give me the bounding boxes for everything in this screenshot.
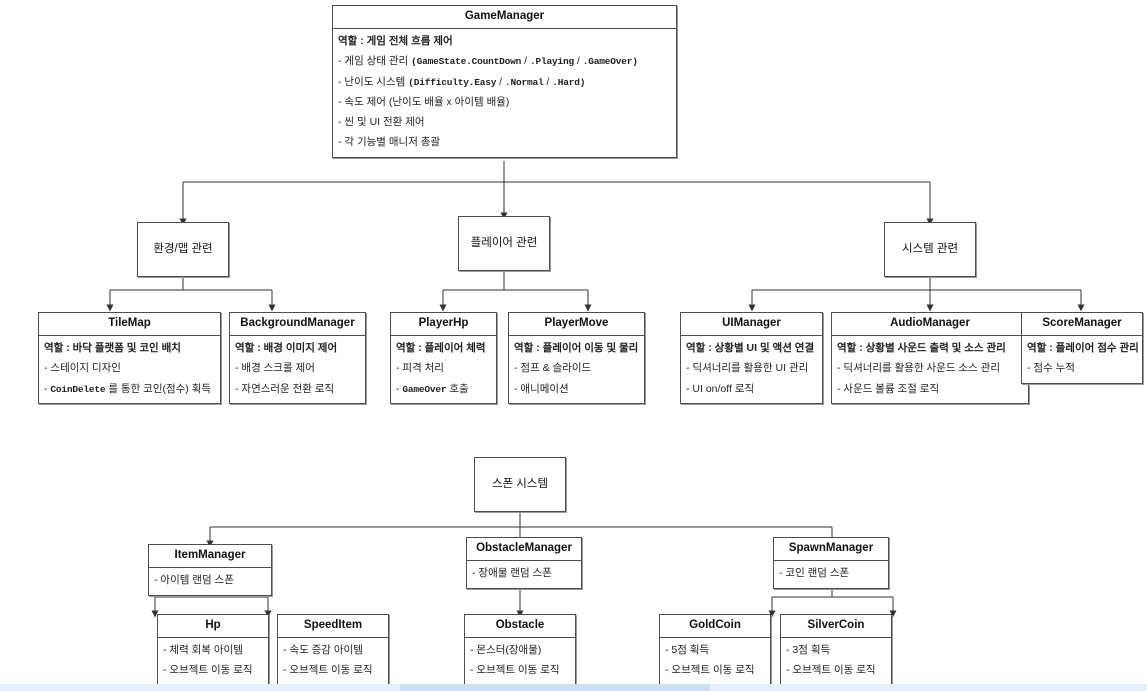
node-body: - 장애물 랜덤 스폰 [467,561,581,588]
node-obstaclemanager[interactable]: ObstacleManager - 장애물 랜덤 스폰 [466,537,582,589]
node-audiomanager[interactable]: AudioManager 역할 : 상황별 사운드 출력 및 소스 관리 - 딕… [831,312,1029,405]
node-title: AudioManager [832,313,1028,336]
node-row: - 배경 스크롤 제어 [235,362,315,375]
group-node-system[interactable]: 시스템 관련 [884,222,976,277]
node-row: - 오브젝트 이동 로직 [470,664,560,677]
node-row: - 딕셔너리를 활용한 사운드 소스 관리 [837,362,1000,375]
horizontal-scrollbar[interactable] [0,684,1147,691]
node-row: - 아이템 랜덤 스폰 [154,574,234,587]
node-row: - 체력 회복 아이템 [163,644,243,657]
node-title: ItemManager [149,545,271,568]
node-scoremanager[interactable]: ScoreManager 역할 : 플레이어 점수 관리 - 점수 누적 [1021,312,1143,385]
node-row: - 사운드 볼륨 조절 로직 [837,382,940,395]
node-body: 역할 : 배경 이미지 제어 - 배경 스크롤 제어 - 자연스러운 전환 로직 [230,336,365,403]
node-title: PlayerHp [391,313,496,336]
node-row: 역할 : 상황별 사운드 출력 및 소스 관리 [837,342,1006,355]
node-title: PlayerMove [509,313,644,336]
node-row: 역할 : 상황별 UI 및 액션 연결 [686,342,815,355]
node-row: 역할 : 바닥 플랫폼 및 코인 배치 [44,342,181,355]
node-row: - 피격 처리 [396,362,444,375]
node-row: - 딕셔너리를 활용한 UI 관리 [686,362,809,375]
node-body: 역할 : 상황별 사운드 출력 및 소스 관리 - 딕셔너리를 활용한 사운드 … [832,336,1028,403]
group-node-environment-map[interactable]: 환경/맵 관련 [137,222,229,277]
node-title: UIManager [681,313,822,336]
group-label: 시스템 관련 [901,242,959,255]
node-row: - UI on/off 로직 [686,382,755,395]
node-row: - 속도 증감 아이템 [283,644,363,657]
node-title: GameManager [333,6,676,29]
node-row: - 점수 누적 [1027,362,1075,375]
node-body: 역할 : 플레이어 이동 및 물리 - 점프 & 슬라이드 - 애니메이션 [509,336,644,403]
node-row: - GameOver 호출 [396,382,469,395]
node-body: 역할 : 상황별 UI 및 액션 연결 - 딕셔너리를 활용한 UI 관리 - … [681,336,822,403]
node-title: SpeedItem [278,615,388,638]
node-row: - 장애물 랜덤 스폰 [472,567,552,580]
node-body: - 체력 회복 아이템 - 오브젝트 이동 로직 [158,638,268,685]
node-row: - 3점 획득 [786,644,831,657]
node-silvercoin[interactable]: SilverCoin - 3점 획득 - 오브젝트 이동 로직 [780,614,892,687]
group-node-spawn-system[interactable]: 스폰 시스템 [474,457,566,512]
node-row: 역할 : 플레이어 이동 및 물리 [514,342,639,355]
node-row: - 몬스터(장애물) [470,644,542,657]
node-row: - 씬 및 UI 전환 제어 [338,115,425,128]
node-row: 역할 : 플레이어 점수 관리 [1027,342,1139,355]
node-tilemap[interactable]: TileMap 역할 : 바닥 플랫폼 및 코인 배치 - 스테이지 디자인 -… [38,312,221,405]
node-row: - 5점 획득 [665,644,710,657]
node-row: - 게임 상태 관리 (GameState.CountDown / .Playi… [338,55,638,68]
node-title: Hp [158,615,268,638]
node-title: Obstacle [465,615,575,638]
node-body: - 몬스터(장애물) - 오브젝트 이동 로직 [465,638,575,685]
node-row: - 애니메이션 [514,382,569,395]
node-body: 역할 : 플레이어 체력 - 피격 처리 - GameOver 호출 [391,336,496,403]
node-row: - 자연스러운 전환 로직 [235,382,335,395]
node-body: 역할 : 게임 전체 흐름 제어 - 게임 상태 관리 (GameState.C… [333,29,676,157]
node-gamemanager[interactable]: GameManager 역할 : 게임 전체 흐름 제어 - 게임 상태 관리 … [332,5,677,158]
group-node-player[interactable]: 플레이어 관련 [458,216,550,271]
node-title: ScoreManager [1022,313,1142,336]
node-row: - 각 기능별 매니저 총괄 [338,135,441,148]
group-label: 스폰 시스템 [491,477,549,490]
node-backgroundmanager[interactable]: BackgroundManager 역할 : 배경 이미지 제어 - 배경 스크… [229,312,366,405]
node-row: - 코인 랜덤 스폰 [779,567,850,580]
node-row: 역할 : 게임 전체 흐름 제어 [338,35,453,48]
node-hp[interactable]: Hp - 체력 회복 아이템 - 오브젝트 이동 로직 [157,614,269,687]
node-body: - 3점 획득 - 오브젝트 이동 로직 [781,638,891,685]
node-title: SilverCoin [781,615,891,638]
node-row: - CoinDelete 를 통한 코인(점수) 획득 [44,382,212,395]
node-row: 역할 : 배경 이미지 제어 [235,342,338,355]
group-label: 환경/맵 관련 [153,242,213,255]
node-title: GoldCoin [660,615,770,638]
group-label: 플레이어 관련 [470,236,538,249]
node-body: - 속도 증감 아이템 - 오브젝트 이동 로직 [278,638,388,685]
node-row: - 점프 & 슬라이드 [514,362,592,375]
node-row: - 오브젝트 이동 로직 [163,664,253,677]
node-title: BackgroundManager [230,313,365,336]
node-title: TileMap [39,313,220,336]
node-row: - 난이도 시스템 (Difficulty.Easy / .Normal / .… [338,75,586,88]
node-body: 역할 : 플레이어 점수 관리 - 점수 누적 [1022,336,1142,383]
node-row: - 오브젝트 이동 로직 [283,664,373,677]
node-obstacle[interactable]: Obstacle - 몬스터(장애물) - 오브젝트 이동 로직 [464,614,576,687]
node-body: - 5점 획득 - 오브젝트 이동 로직 [660,638,770,685]
node-row: - 오브젝트 이동 로직 [665,664,755,677]
node-row: - 스테이지 디자인 [44,362,121,375]
node-body: 역할 : 바닥 플랫폼 및 코인 배치 - 스테이지 디자인 - CoinDel… [39,336,220,403]
node-spawnmanager[interactable]: SpawnManager - 코인 랜덤 스폰 [773,537,889,589]
node-row: 역할 : 플레이어 체력 [396,342,486,355]
node-playermove[interactable]: PlayerMove 역할 : 플레이어 이동 및 물리 - 점프 & 슬라이드… [508,312,645,405]
node-goldcoin[interactable]: GoldCoin - 5점 획득 - 오브젝트 이동 로직 [659,614,771,687]
node-row: - 속도 제어 (난이도 배율 x 아이템 배율) [338,95,510,108]
node-speeditem[interactable]: SpeedItem - 속도 증감 아이템 - 오브젝트 이동 로직 [277,614,389,687]
node-itemmanager[interactable]: ItemManager - 아이템 랜덤 스폰 [148,544,272,596]
node-title: SpawnManager [774,538,888,561]
node-body: - 코인 랜덤 스폰 [774,561,888,588]
node-row: - 오브젝트 이동 로직 [786,664,876,677]
horizontal-scrollbar-thumb[interactable] [400,684,710,691]
node-body: - 아이템 랜덤 스폰 [149,568,271,595]
node-uimanager[interactable]: UIManager 역할 : 상황별 UI 및 액션 연결 - 딕셔너리를 활용… [680,312,823,405]
node-playerhp[interactable]: PlayerHp 역할 : 플레이어 체력 - 피격 처리 - GameOver… [390,312,497,405]
node-title: ObstacleManager [467,538,581,561]
